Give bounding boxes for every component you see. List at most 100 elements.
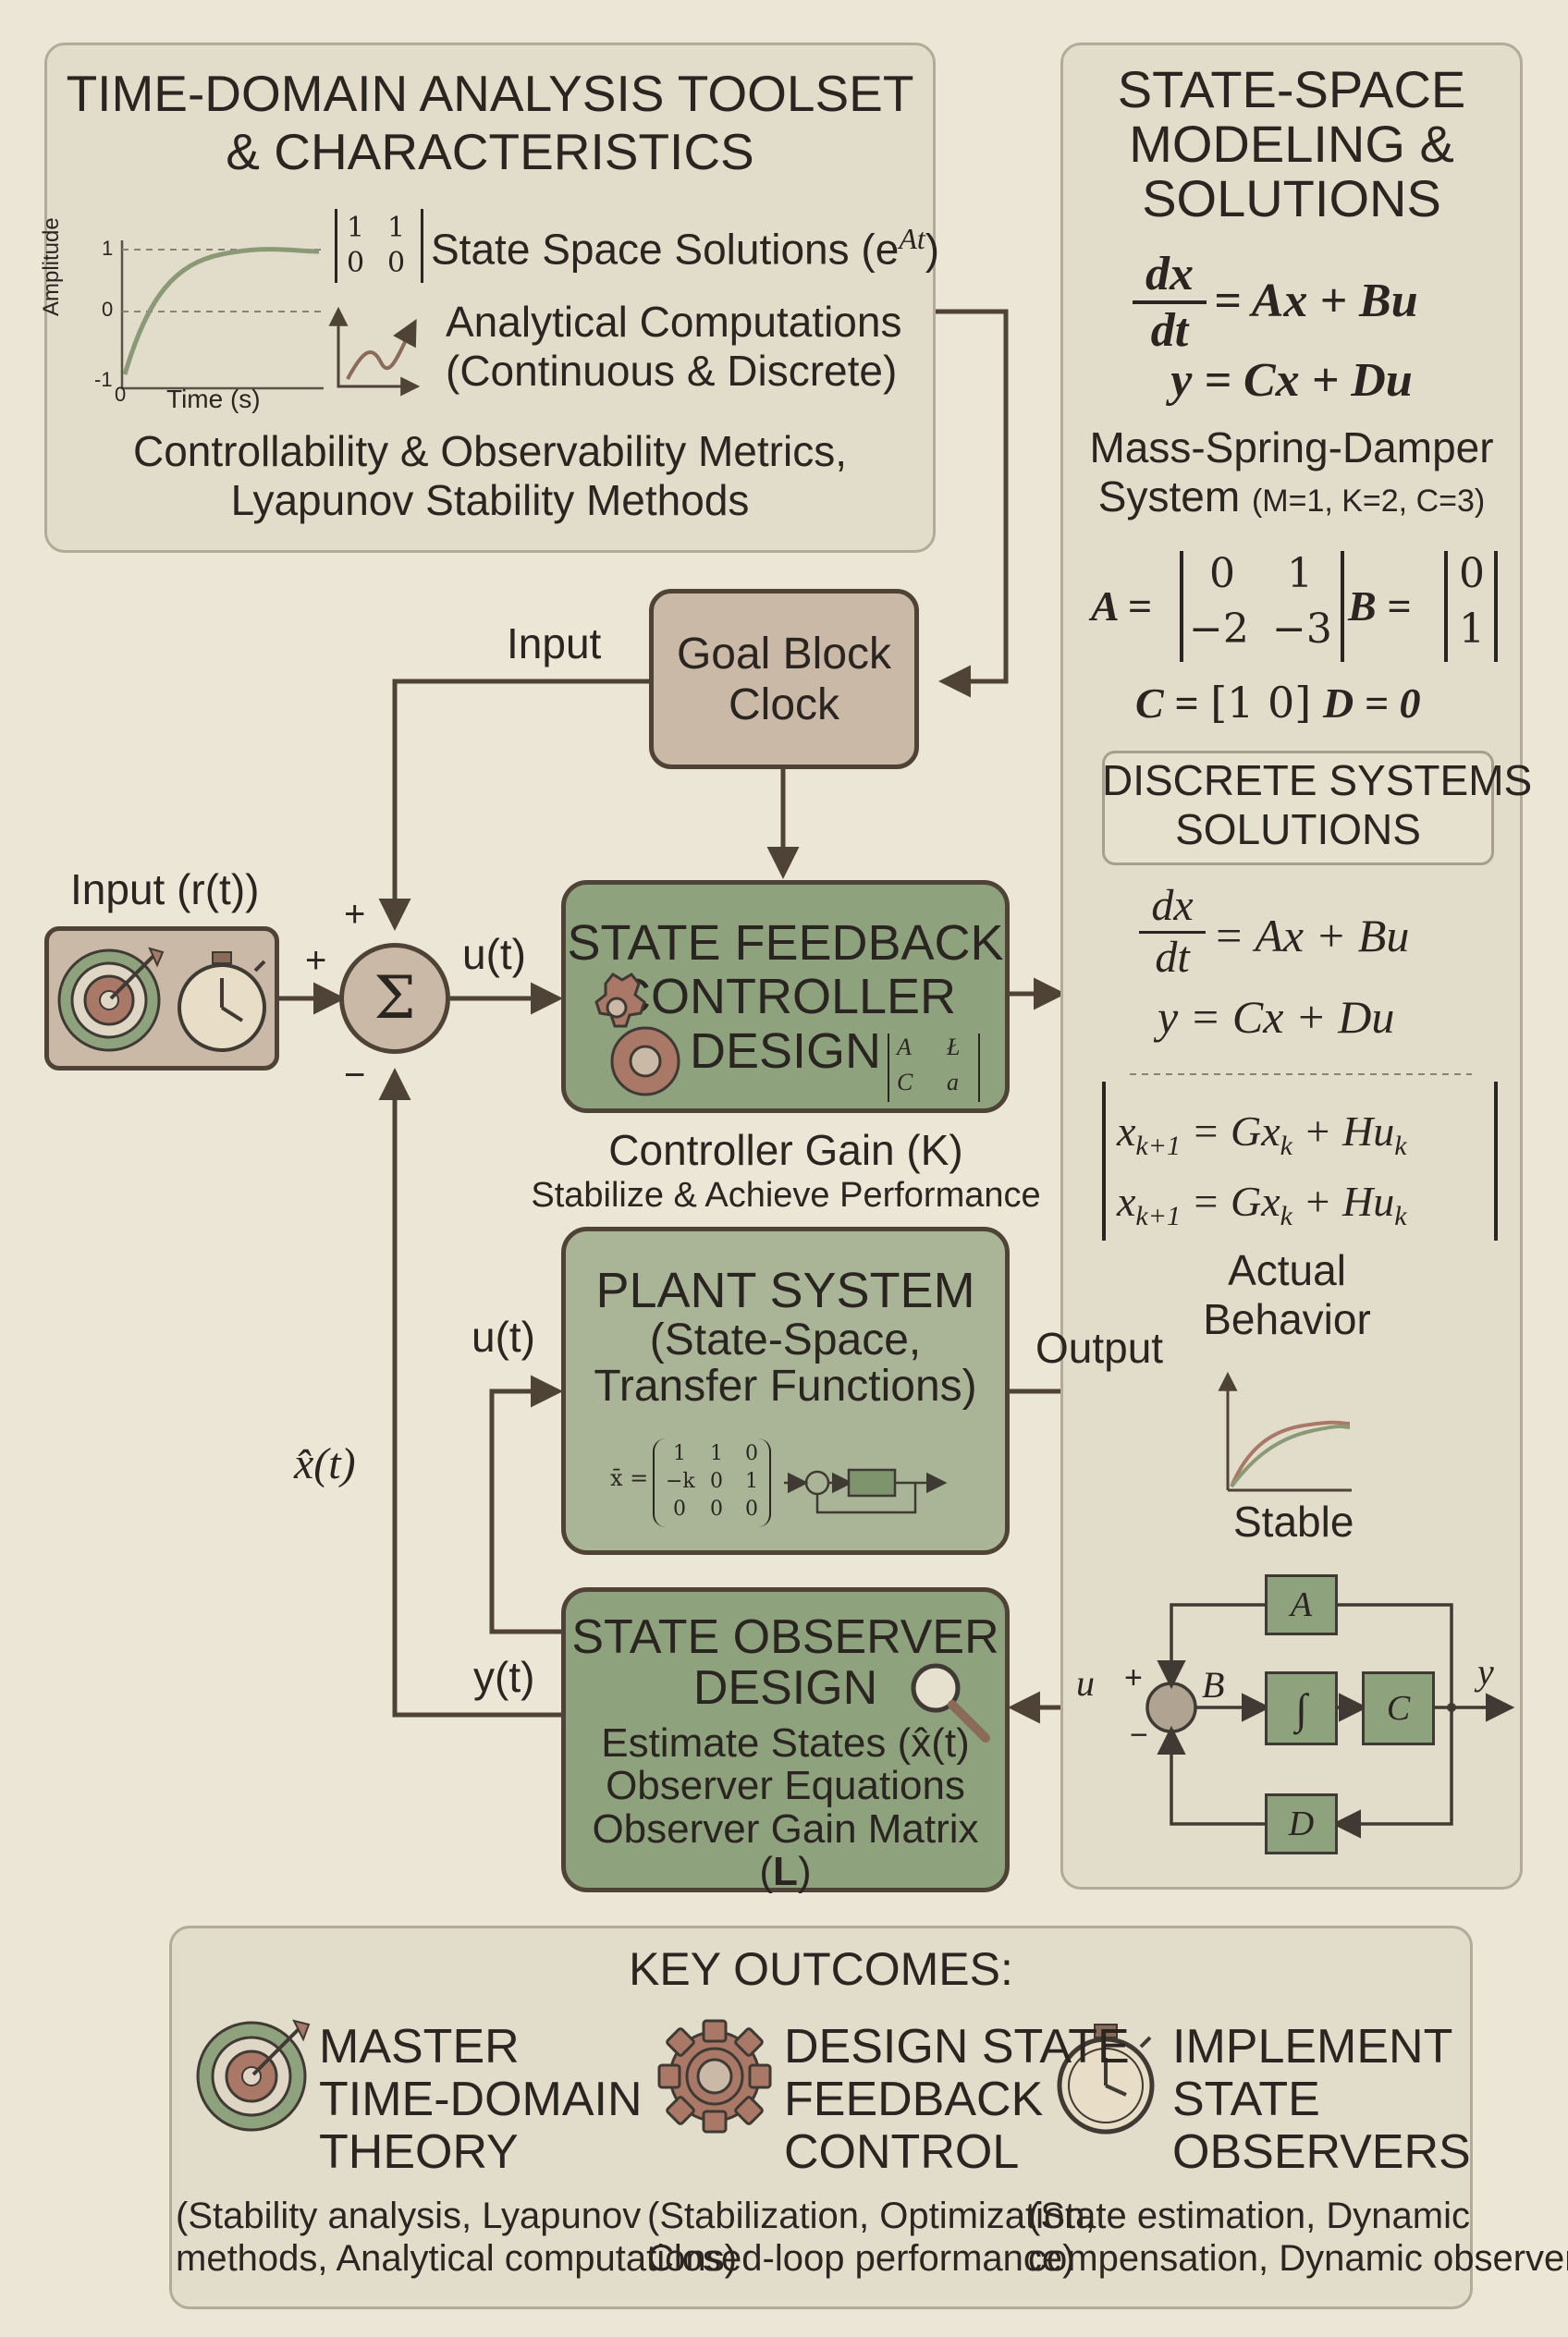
- actual-curve-2: [1230, 1425, 1351, 1488]
- discrete-equations-bracket: [1102, 1082, 1498, 1241]
- B-matrix: 0 1: [1444, 550, 1498, 662]
- disc-eq1-tail: + Hu: [1303, 1107, 1395, 1155]
- plant-line2: (State-Space,: [649, 1315, 922, 1364]
- state-space-solutions-text: State Space Solutions (e: [431, 225, 900, 274]
- modeling-eq2: y = Cx + Du: [1170, 354, 1413, 407]
- controller-gain-label: Controller Gain (K): [608, 1126, 963, 1174]
- gear-icon: [594, 973, 646, 1028]
- mini-minus: −: [1130, 1718, 1148, 1753]
- A-matrix: 0 1 −2 −3: [1180, 550, 1344, 662]
- mini-block-C: C: [1362, 1671, 1435, 1745]
- B-label: B =: [1348, 582, 1412, 630]
- outcome-1-sub2: methods, Analytical computations): [176, 2238, 737, 2279]
- controller-line3: DESIGN: [689, 1022, 882, 1079]
- toolset-matrix: 1 1 0 0: [335, 209, 423, 283]
- discrete-line1: DISCRETE SYSTEMS: [1102, 756, 1533, 804]
- toolset-metrics: Controllability & Observability Metrics,…: [44, 427, 936, 525]
- modeling-eq4: y = Cx + Du: [1158, 991, 1395, 1043]
- ut-mid-label: u(t): [472, 1313, 535, 1361]
- controller-gain-sub: Stabilize & Achieve Performance: [531, 1176, 1041, 1215]
- plant-m11: 1: [673, 1442, 686, 1465]
- plot-tick-0: 0: [102, 298, 114, 321]
- plot-curve: [122, 247, 320, 375]
- mini-block-A: A: [1265, 1574, 1338, 1635]
- A-matrix-a11: 0: [1209, 550, 1235, 597]
- plant-m33: 0: [745, 1498, 758, 1521]
- plant-m31: 0: [673, 1498, 686, 1521]
- mini-y-label: y: [1477, 1651, 1494, 1693]
- outcome-2-title: DESIGN STATE FEEDBACK CONTROL: [784, 2020, 1130, 2180]
- metrics-line1: Controllability & Observability Metrics,: [132, 427, 847, 475]
- outcome-1-sub: (Stability analysis, Lyapunov methods, A…: [176, 2195, 737, 2280]
- toolset-panel: [44, 43, 936, 553]
- outcome-3-title: IMPLEMENT STATE OBSERVERS: [1172, 2020, 1471, 2180]
- plant-line1: PLANT SYSTEM: [595, 1263, 975, 1318]
- observer-line4: Observer Equations: [606, 1763, 965, 1809]
- stopwatch-icon: [178, 951, 266, 1052]
- eq3-numerator: dx: [1139, 881, 1206, 934]
- state-space-solutions: State Space Solutions (eAt): [431, 222, 939, 274]
- observer-line1: STATE OBSERVER: [571, 1610, 999, 1664]
- C-matrix: [1 0]: [1210, 678, 1312, 728]
- disc-eq1-x: x: [1117, 1107, 1136, 1155]
- outcome-2-line3: CONTROL: [784, 2125, 1020, 2180]
- metrics-line2: Lyapunov Stability Methods: [230, 475, 750, 524]
- modeling-title-line3: SOLUTIONS: [1142, 168, 1441, 227]
- msd-params: (M=1, K=2, C=3): [1251, 483, 1486, 519]
- controller-matrix-a: A: [897, 1034, 912, 1060]
- xhat-label: x̂(t): [294, 1439, 356, 1488]
- observer-line5-post: ): [797, 1848, 812, 1894]
- outcome-2-sub2: Closed-loop performance): [647, 2238, 1075, 2279]
- B-matrix-b1: 0: [1459, 550, 1485, 597]
- key-outcomes-title: KEY OUTCOMES:: [629, 1943, 1013, 1995]
- eq1-denominator: dt: [1150, 304, 1189, 358]
- C-label: C =: [1135, 679, 1199, 727]
- sigma-symbol: Σ: [374, 964, 416, 1033]
- analytical-line2: (Continuous & Discrete): [446, 346, 898, 395]
- plant-m13: 0: [745, 1442, 758, 1465]
- outcome-1-line3: THEORY: [319, 2125, 519, 2180]
- sum-plus-left: +: [305, 940, 327, 981]
- discrete-line2: SOLUTIONS: [1175, 804, 1421, 853]
- outcome-3-sub: (State estimation, Dynamic compensation,…: [1028, 2195, 1568, 2280]
- observer-line5-pre: Observer Gain Matrix (: [592, 1805, 979, 1894]
- msd-line2: System (M=1, K=2, C=3): [1060, 472, 1523, 521]
- feedback-to-sum-arrow: [378, 1068, 561, 1718]
- disc-eq2-sub3: k: [1394, 1201, 1407, 1232]
- controller-matrix: A Ł C a: [888, 1034, 980, 1102]
- goal-block-clock: Goal Block Clock: [649, 589, 919, 769]
- gear-icon-outcome: [657, 2019, 772, 2134]
- actual-line1: Actual: [1228, 1246, 1346, 1294]
- key-outcomes-panel: [169, 1926, 1473, 2309]
- outcome-1-title: MASTER TIME-DOMAIN THEORY: [319, 2020, 643, 2180]
- target-icon: [57, 947, 165, 1052]
- plot-tick-neg1: -1: [94, 368, 113, 391]
- controller-matrix-c: C: [897, 1069, 913, 1095]
- controller-line1: STATE FEEDBACK: [567, 915, 1004, 971]
- observer-line3: Estimate States (x̂(t): [601, 1720, 970, 1767]
- plant-m22: 0: [710, 1470, 723, 1493]
- modeling-eq1: dx dt: [1133, 248, 1207, 357]
- outcome-2-sub1: (Stabilization, Optimization,: [647, 2196, 1096, 2236]
- goal-block-line1: Goal Block: [676, 629, 892, 679]
- observer-line5-bold: L: [773, 1848, 798, 1894]
- toolset-matrix-a11: 1: [347, 212, 365, 244]
- A-matrix-a21: −2: [1189, 606, 1249, 653]
- plant-m23: 1: [745, 1470, 758, 1493]
- disc-eq2-sub: k+1: [1135, 1201, 1181, 1232]
- disc-eq1-sub3: k: [1394, 1131, 1407, 1162]
- analytical-line1: Analytical Computations: [446, 298, 902, 346]
- outcome-1-sub1: (Stability analysis, Lyapunov: [176, 2196, 642, 2236]
- actual-curve-1: [1230, 1420, 1351, 1487]
- gear-icon-2: [610, 1026, 680, 1096]
- mini-B-label: B: [1202, 1664, 1225, 1706]
- toolset-to-goal-arrow: [936, 309, 1009, 698]
- plant-m21: −k: [666, 1470, 695, 1493]
- outcome-2-line2: FEEDBACK: [784, 2073, 1044, 2127]
